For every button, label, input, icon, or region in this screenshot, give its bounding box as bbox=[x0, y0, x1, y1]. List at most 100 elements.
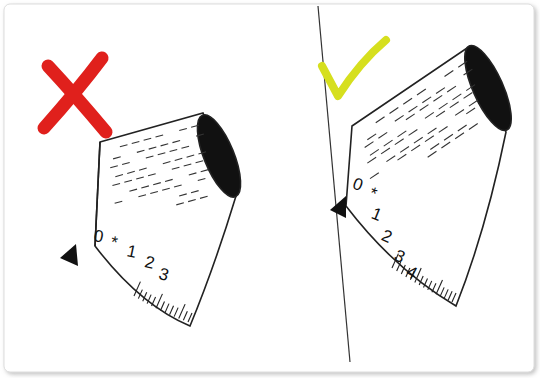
stroke bbox=[381, 148, 390, 154]
stroke bbox=[453, 94, 462, 100]
stroke bbox=[445, 71, 454, 77]
stroke bbox=[143, 292, 147, 301]
stroke bbox=[196, 161, 204, 163]
stroke bbox=[200, 196, 208, 198]
stroke bbox=[406, 114, 415, 120]
stroke bbox=[401, 265, 405, 274]
stroke bbox=[428, 281, 432, 290]
stroke bbox=[161, 302, 165, 311]
stroke bbox=[175, 158, 183, 160]
stroke bbox=[188, 313, 192, 322]
stroke bbox=[163, 162, 171, 164]
stroke bbox=[409, 129, 418, 135]
stroke bbox=[455, 133, 464, 139]
wood-grain bbox=[365, 61, 478, 178]
stroke bbox=[120, 145, 128, 147]
stroke bbox=[161, 144, 169, 146]
stroke bbox=[395, 139, 404, 145]
stroke bbox=[150, 192, 158, 194]
stroke bbox=[425, 136, 434, 142]
stroke bbox=[127, 171, 135, 173]
stroke bbox=[398, 131, 407, 137]
stroke bbox=[187, 155, 195, 157]
stroke bbox=[469, 100, 478, 106]
stroke bbox=[112, 183, 120, 185]
stroke bbox=[198, 179, 206, 181]
stroke bbox=[444, 289, 448, 298]
stroke bbox=[414, 137, 423, 143]
stroke bbox=[196, 134, 204, 136]
frame bbox=[4, 4, 534, 372]
stroke bbox=[138, 290, 142, 299]
stroke bbox=[452, 293, 456, 302]
stroke bbox=[436, 111, 445, 117]
stroke bbox=[124, 180, 132, 182]
stroke bbox=[172, 167, 180, 169]
stroke bbox=[417, 89, 426, 95]
stroke bbox=[420, 105, 429, 111]
stroke bbox=[139, 168, 147, 170]
stroke bbox=[132, 141, 140, 143]
stroke bbox=[378, 132, 387, 138]
stroke bbox=[464, 69, 473, 75]
stroke bbox=[158, 153, 166, 155]
stroke bbox=[390, 108, 399, 114]
stroke bbox=[144, 138, 152, 140]
pointer bbox=[330, 196, 346, 218]
stroke bbox=[433, 95, 442, 101]
stroke bbox=[458, 125, 467, 131]
stroke bbox=[174, 185, 182, 187]
stroke bbox=[136, 177, 144, 179]
stroke bbox=[198, 152, 206, 154]
stroke bbox=[400, 146, 409, 152]
stroke bbox=[146, 156, 154, 158]
stroke bbox=[181, 146, 189, 148]
stroke bbox=[165, 179, 173, 181]
stroke bbox=[201, 170, 209, 172]
stroke bbox=[450, 102, 459, 108]
stroke bbox=[138, 195, 146, 197]
stroke bbox=[403, 98, 412, 104]
stroke bbox=[370, 149, 379, 155]
stroke bbox=[179, 128, 187, 130]
stroke bbox=[384, 140, 393, 146]
stroke bbox=[170, 306, 174, 315]
stroke bbox=[439, 126, 448, 132]
stroke bbox=[367, 134, 376, 140]
stroke bbox=[458, 61, 467, 67]
stroke bbox=[440, 287, 444, 296]
stroke bbox=[183, 311, 187, 320]
stroke bbox=[179, 194, 187, 196]
stroke bbox=[464, 92, 473, 98]
wood-grain bbox=[110, 125, 208, 205]
wrong-cylinder bbox=[95, 110, 249, 326]
stroke bbox=[170, 149, 178, 151]
stroke bbox=[156, 135, 164, 137]
stroke bbox=[469, 124, 478, 130]
stroke bbox=[122, 162, 130, 164]
stroke bbox=[184, 164, 192, 166]
stroke bbox=[148, 174, 156, 176]
stroke bbox=[137, 150, 145, 152]
stroke bbox=[162, 188, 170, 190]
stroke bbox=[376, 117, 385, 123]
stroke bbox=[165, 304, 169, 313]
stroke bbox=[156, 294, 162, 308]
stroke bbox=[419, 276, 423, 285]
stroke bbox=[448, 291, 452, 300]
stroke bbox=[441, 142, 450, 148]
scale-ticks bbox=[134, 282, 192, 322]
stroke bbox=[191, 125, 199, 127]
stroke bbox=[455, 109, 464, 115]
stroke bbox=[428, 128, 437, 134]
stroke bbox=[153, 183, 161, 185]
stroke bbox=[115, 175, 123, 177]
stroke bbox=[425, 112, 434, 118]
stroke bbox=[367, 157, 376, 163]
stroke bbox=[113, 157, 121, 159]
stroke bbox=[428, 151, 437, 157]
stroke bbox=[386, 156, 395, 162]
stroke bbox=[370, 173, 379, 179]
divider-line bbox=[318, 6, 350, 362]
